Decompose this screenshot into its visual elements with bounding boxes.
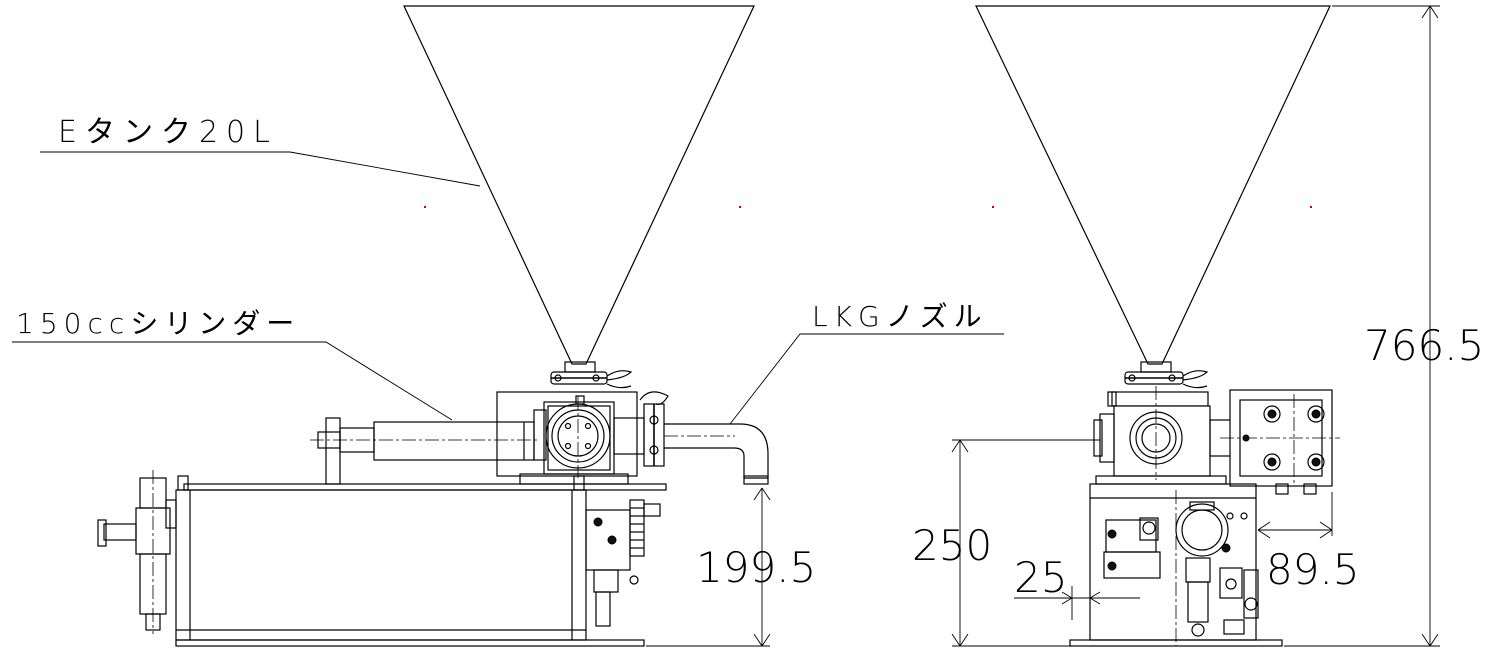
front-valve [613, 391, 669, 467]
side-hopper-tank [975, 5, 1331, 389]
label-nozzle: LKGノズル [812, 300, 988, 333]
label-cylinder: 150ccシリンダー [16, 307, 300, 340]
dim-199-5 [646, 487, 771, 647]
side-view: 766.5 250 25 [912, 5, 1484, 647]
front-nozzle [664, 423, 769, 485]
marker-point [424, 206, 426, 208]
dim-766-5-label: 766.5 [1364, 321, 1484, 370]
side-gearbox [1220, 389, 1340, 495]
marker-point [739, 206, 741, 208]
side-base-box [1069, 483, 1283, 647]
dim-89-5-label: 89.5 [1266, 545, 1360, 594]
front-view: 199.5 Eタンク20L 150ccシリンダー LKGノズル [12, 5, 1004, 647]
dim-199-5-label: 199.5 [696, 543, 816, 592]
dim-25 [1014, 586, 1140, 620]
leader-tank [40, 151, 481, 187]
front-filter-regulator [97, 470, 177, 634]
marker-point [1310, 206, 1312, 208]
dim-766-5 [1284, 5, 1440, 647]
dim-250 [951, 439, 1100, 647]
leader-cylinder [12, 341, 453, 421]
front-hopper-tank [403, 5, 755, 389]
front-pump-body [496, 391, 638, 485]
front-cylinder [310, 417, 540, 485]
leader-nozzle [729, 333, 1004, 425]
dim-25-label: 25 [1014, 553, 1067, 602]
front-top-plate [183, 483, 667, 491]
marker-point [992, 206, 994, 208]
side-valves [1103, 501, 1259, 637]
front-solenoid-valves [585, 499, 661, 627]
front-frame [175, 475, 645, 647]
dim-250-label: 250 [912, 521, 992, 570]
dim-89-5 [1257, 492, 1333, 539]
side-pump-body [1093, 386, 1233, 485]
label-tank: Eタンク20L [58, 115, 278, 150]
